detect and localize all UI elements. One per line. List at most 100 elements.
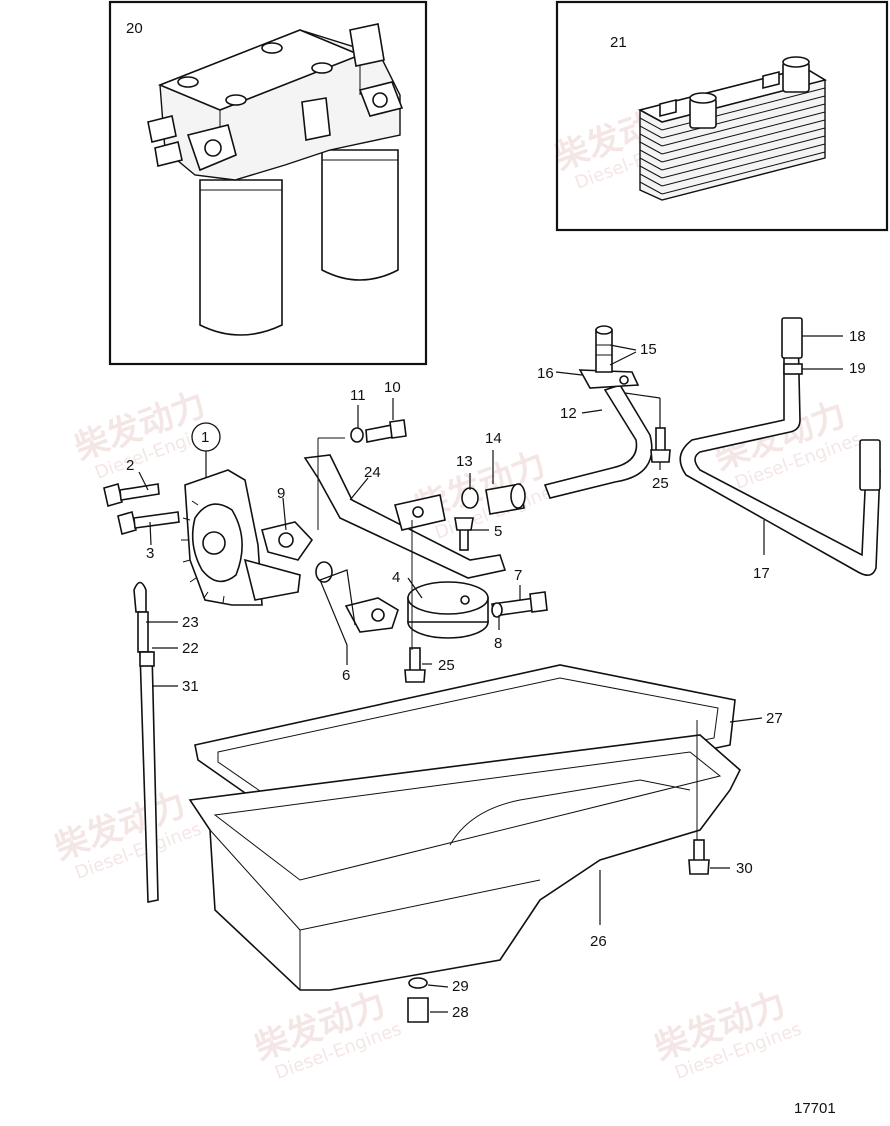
suction-assembly: [303, 454, 548, 683]
callout-11: 11: [350, 387, 366, 404]
pan-edge: [299, 879, 541, 931]
drawing-number: 17701: [794, 1100, 836, 1117]
cooler-bolt: [762, 70, 780, 90]
gear-teeth: [181, 500, 225, 604]
callout-7: 7: [514, 567, 522, 584]
boss: [225, 94, 247, 106]
inset-frame: [555, 0, 889, 232]
port: [372, 92, 388, 108]
pipe-stub: [349, 23, 385, 67]
nipple-rings: [596, 344, 612, 356]
callout-23: 23: [182, 614, 199, 631]
dipstick-handle-23: [133, 581, 147, 613]
boss: [261, 42, 283, 54]
callout-13: 13: [456, 453, 473, 470]
callout-22: 22: [182, 640, 199, 657]
pipe-end: [859, 439, 881, 491]
callout-26: 26: [590, 933, 607, 950]
inset-label-20: 20: [126, 20, 143, 37]
callout-17: 17: [753, 565, 770, 582]
strainer-hole: [460, 595, 470, 605]
callout-4: 4: [392, 569, 400, 586]
drain-washer-29: [408, 977, 428, 989]
drain-plug-28: [407, 997, 429, 1023]
pump-gear-hub: [202, 531, 226, 555]
callout-29: 29: [452, 978, 469, 995]
callout-14: 14: [485, 430, 502, 447]
pipe-nipple-15: [595, 329, 613, 373]
callouts: 1 2 3 4 5 6 7 8 9 10 11 12 13 14 15 16 1…: [126, 328, 866, 1021]
inset-oil-cooler: 21: [555, 0, 889, 232]
callout-19: 19: [849, 360, 866, 377]
callout-15: 15: [640, 341, 657, 358]
port: [204, 139, 222, 157]
bracket-24: [303, 454, 507, 579]
pump-outlet: [243, 558, 301, 601]
callout-25-lower: 25: [438, 657, 455, 674]
inset-oil-filter: 20: [108, 0, 428, 366]
bolt-30: [688, 839, 710, 875]
bolt-10: [365, 419, 407, 443]
dipstick-upper: [137, 611, 149, 653]
bracket-hole: [412, 506, 424, 518]
cooler-port-top: [782, 56, 810, 68]
callout-30: 30: [736, 860, 753, 877]
pan-inner-contour: [449, 779, 691, 846]
dipstick-seal-22: [139, 651, 155, 667]
boss: [311, 62, 333, 74]
pipe-12: [543, 384, 653, 499]
callout-10: 10: [384, 379, 401, 396]
oil-pipe-12: [543, 325, 671, 499]
callout-28: 28: [452, 1004, 469, 1021]
clamp-19: [783, 363, 803, 375]
callout-31: 31: [182, 678, 199, 695]
bolt-25-lower: [404, 647, 426, 683]
pipe-stub: [154, 141, 183, 167]
callout-24: 24: [364, 464, 381, 481]
watermark-stamp: 柴发动力 Diesel-Engines: [249, 984, 404, 1083]
valve-cap: [301, 97, 331, 141]
callout-6: 6: [342, 667, 350, 684]
pipe-stub: [147, 115, 177, 143]
callout-27: 27: [766, 710, 783, 727]
flange-port: [371, 608, 385, 622]
cooler-bolt: [659, 98, 677, 118]
oil-pump-assembly: [103, 469, 314, 606]
washer-11: [350, 427, 364, 443]
dipstick-tube-31: [139, 651, 159, 903]
callout-16: 16: [537, 365, 554, 382]
callout-18: 18: [849, 328, 866, 345]
bolt-3: [117, 510, 180, 536]
cooler-fins: [639, 87, 826, 195]
callout-1: 1: [201, 429, 209, 446]
nipple-top: [595, 325, 613, 335]
fitting-14: [485, 483, 526, 515]
strainer-top: [407, 581, 489, 615]
watermark-stamp: 柴发动力 Diesel-Engines: [49, 784, 204, 883]
pan-flange: [213, 751, 722, 881]
flange-hole: [619, 375, 629, 385]
boss: [177, 76, 199, 88]
bolt-5: [454, 517, 474, 551]
cooler-port-top: [689, 92, 717, 104]
inset-frame: [108, 0, 428, 366]
inset-label-21: 21: [610, 34, 627, 51]
callout-9: 9: [277, 485, 285, 502]
bracket-hole: [278, 532, 294, 548]
pipe-end-18: [781, 317, 803, 359]
callout-25-upper: 25: [652, 475, 669, 492]
filter-canister-right: [321, 149, 399, 281]
watermark-stamp: 柴发动力 Diesel-Engines: [649, 984, 804, 1083]
fitting-13: [461, 487, 479, 509]
callout-circle-1: [191, 422, 221, 452]
leader-lines: [138, 335, 843, 1013]
callout-12: 12: [560, 405, 577, 422]
callout-2: 2: [126, 457, 134, 474]
callout-8: 8: [494, 635, 502, 652]
bolt-25-upper: [650, 427, 671, 463]
oil-pan-assembly: [188, 664, 741, 1023]
filter-canister-left: [199, 179, 283, 336]
dipstick-assembly: [133, 581, 159, 903]
gasket-inner: [217, 677, 719, 823]
